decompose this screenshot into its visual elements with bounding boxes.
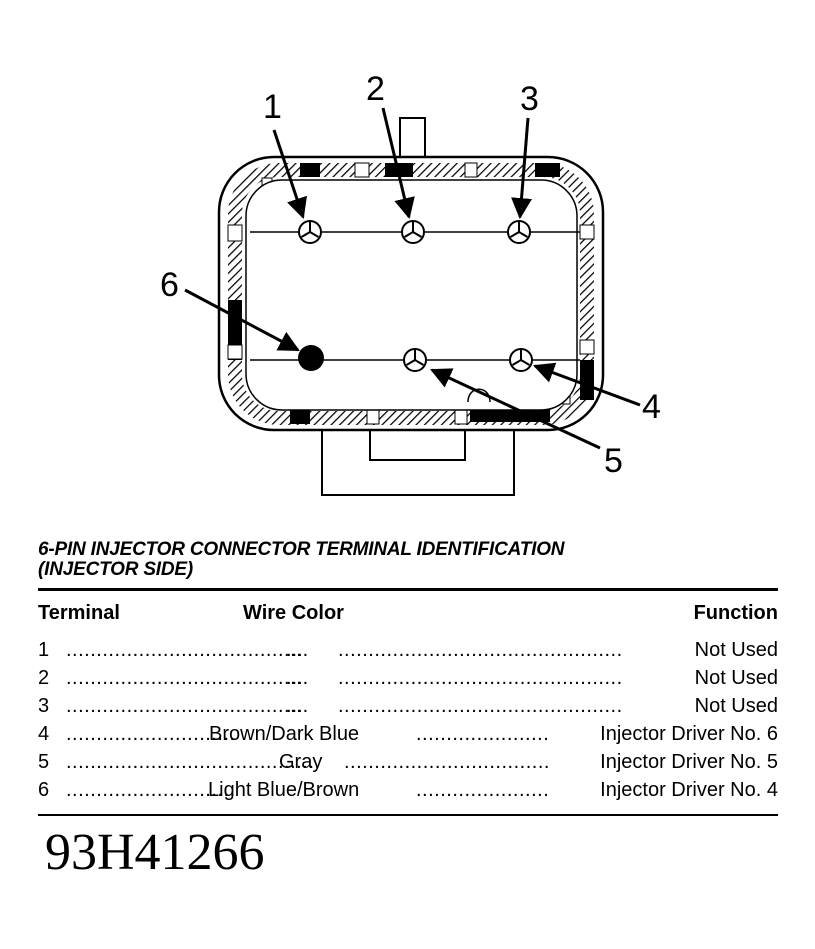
bottom-rule [38,814,778,816]
row-leader-dots: ...................... [416,723,550,745]
header-wire-color: Wire Color [243,602,344,624]
row-wire-color: Brown/Dark Blue [209,723,360,745]
callout-2: 2 [366,70,385,108]
row-leader-dots: ....................................... [66,695,303,717]
terminal-2 [401,220,425,244]
row-wire-color: Light Blue/Brown [208,779,360,801]
row-function: Injector Driver No. 4 [600,779,778,801]
row-terminal: 6 [38,779,50,801]
header-terminal: Terminal [38,602,120,624]
row-leader-dots: .................................. [344,751,550,773]
connector-cavity [245,179,578,411]
table-row-2: 2 ......................................… [38,667,778,695]
row-terminal: 5 [38,751,50,773]
terminal-3 [507,220,531,244]
row-wire-color: .... [286,667,309,689]
row-leader-dots: ............................ [66,779,236,801]
row-leader-dots: ........................................… [338,667,623,689]
row-function: Not Used [694,639,778,661]
leader-3 [511,117,532,220]
table-title-line-2: (INJECTOR SIDE) [38,559,194,580]
row-leader-dots: ............................ [66,723,236,745]
table-row-4: 4 ............................ Brown/Dar… [38,723,778,751]
figure-code: 93H41266 [45,824,265,881]
leader-5 [430,368,601,450]
row-wire-color: .... [286,695,309,717]
row-function: Injector Driver No. 6 [600,723,778,745]
terminal-1 [298,220,322,244]
leader-1 [272,129,307,219]
terminal-5 [403,348,427,372]
row-leader-dots: ....................................... [66,639,303,661]
table-row-6: 6 ............................ Light Blu… [38,779,778,807]
table-row-1: 1 ......................................… [38,639,778,667]
callout-1: 1 [263,88,282,126]
row-function: Not Used [694,667,778,689]
row-leader-dots: ........................................… [66,751,321,773]
header-function: Function [693,602,778,624]
row-leader-dots: ........................................… [338,695,623,717]
row-terminal: 2 [38,667,50,689]
title-rule [38,588,778,591]
row-leader-dots: ...................... [416,779,550,801]
row-function: Injector Driver No. 5 [600,751,778,773]
leader-2 [381,107,415,220]
callout-6: 6 [160,266,179,304]
table-row-5: 5 ......................................… [38,751,778,779]
callout-3: 3 [520,80,539,118]
seal-gaps [227,162,595,425]
row-wire-color: .... [286,639,309,661]
table-row-3: 3 ......................................… [38,695,778,723]
row-leader-dots: ....................................... [66,667,303,689]
row-leader-dots: ........................................… [338,639,623,661]
connector-diagram: 1 2 3 6 4 5 [160,70,661,496]
callout-5: 5 [604,442,623,480]
terminal-4 [509,348,533,372]
terminal-6 [298,345,324,371]
callout-4: 4 [642,388,661,426]
row-terminal: 1 [38,639,50,661]
row-terminal: 3 [38,695,50,717]
row-terminal: 4 [38,723,50,745]
top-latch-tab [399,117,426,163]
leader-6 [184,288,300,352]
table-title-line-1: 6-PIN INJECTOR CONNECTOR TERMINAL IDENTI… [38,539,565,560]
row-function: Not Used [694,695,778,717]
table-title: 6-PIN INJECTOR CONNECTOR TERMINAL IDENTI… [38,540,564,580]
row-wire-color: Gray [279,751,323,773]
leader-4 [533,362,641,407]
